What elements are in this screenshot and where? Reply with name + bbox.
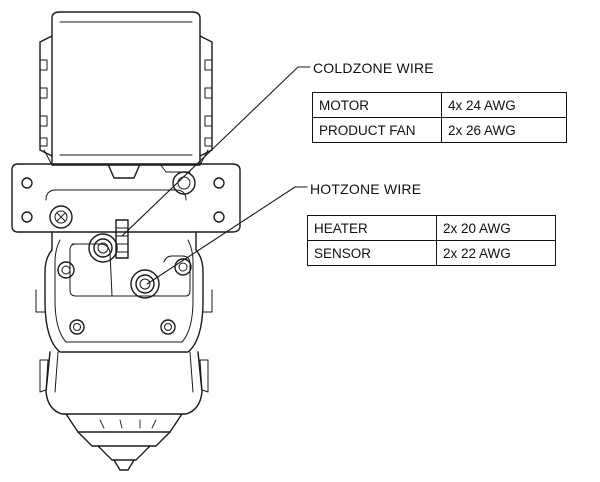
motor-body <box>39 11 213 166</box>
extruder-housing <box>35 219 213 353</box>
hotzone-leader <box>146 186 308 285</box>
table-row: HEATER 2x 20 AWG <box>307 215 556 241</box>
hotend-duct <box>39 351 209 471</box>
table-row: PRODUCT FAN 2x 26 AWG <box>312 117 567 143</box>
coldzone-row-label: MOTOR <box>312 92 442 118</box>
mounting-plate <box>11 163 241 233</box>
table-row: MOTOR 4x 24 AWG <box>312 92 567 118</box>
coldzone-wire-table: MOTOR 4x 24 AWG PRODUCT FAN 2x 26 AWG <box>312 92 567 143</box>
hotzone-row-value: 2x 22 AWG <box>436 240 556 266</box>
table-row: SENSOR 2x 22 AWG <box>307 240 556 266</box>
coldzone-row-label: PRODUCT FAN <box>312 117 442 143</box>
coldzone-row-value: 4x 24 AWG <box>441 92 567 118</box>
coldzone-leader <box>121 66 311 237</box>
hotzone-row-value: 2x 20 AWG <box>436 215 556 241</box>
hotzone-wire-title: HOTZONE WIRE <box>310 181 422 197</box>
hotzone-wire-table: HEATER 2x 20 AWG SENSOR 2x 22 AWG <box>307 215 556 266</box>
hotzone-row-label: SENSOR <box>307 240 437 266</box>
coldzone-wire-title: COLDZONE WIRE <box>313 60 434 76</box>
coldzone-row-value: 2x 26 AWG <box>441 117 567 143</box>
hotzone-row-label: HEATER <box>307 215 437 241</box>
